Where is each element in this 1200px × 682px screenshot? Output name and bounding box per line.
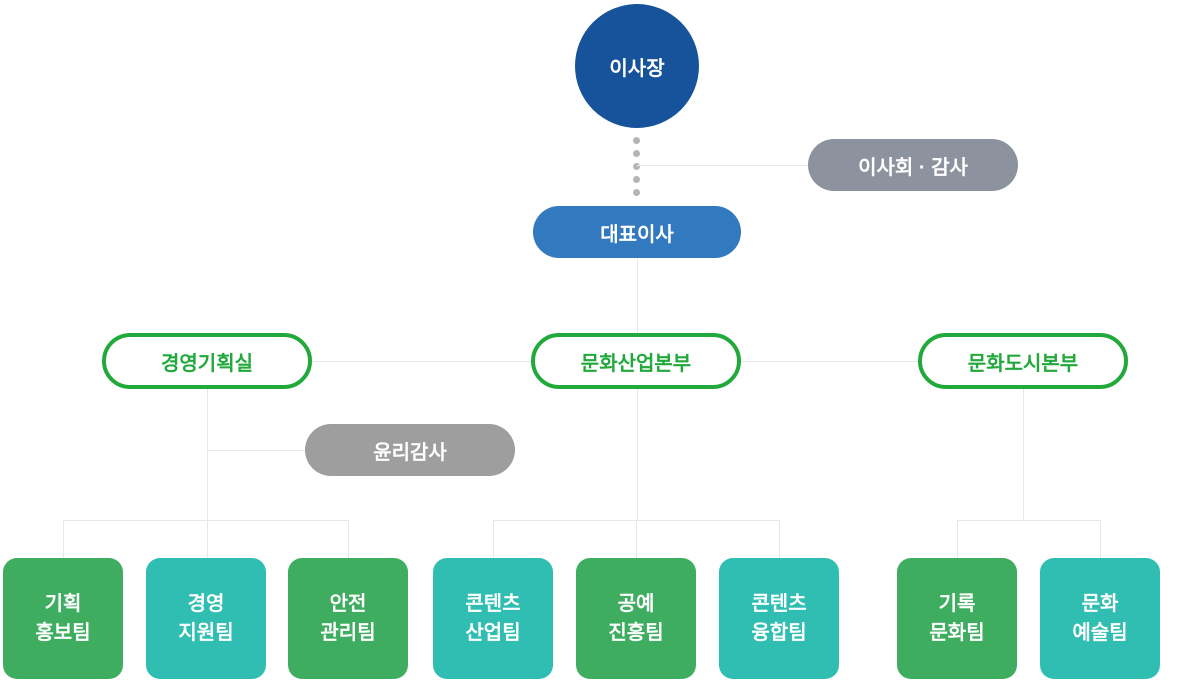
- ceo-connector-line: [637, 258, 638, 361]
- left-branch-line: [207, 389, 208, 558]
- dotted-connector-dot: [633, 176, 640, 183]
- team-node-records-culture: 기록 문화팀: [897, 558, 1017, 679]
- team-label-line: 지원팀: [178, 621, 234, 644]
- team-label-line: 기록: [938, 592, 976, 615]
- ceo-label: 대표이사: [600, 223, 674, 246]
- team-node-planning-pr: 기획 홍보팀: [3, 558, 123, 679]
- team-node-content-industry: 콘텐츠 산업팀: [433, 558, 553, 679]
- ethics-audit-label: 윤리감사: [373, 441, 447, 464]
- team-node-safety-management: 안전 관리팀: [288, 558, 408, 679]
- board-connector-line: [637, 165, 808, 166]
- team-drop-line: [957, 520, 958, 558]
- team-drop-line: [348, 520, 349, 558]
- team-label-line: 안전: [329, 592, 367, 615]
- chairman-node: 이사장: [575, 4, 699, 128]
- division-node-cultural-city: 문화도시본부: [918, 333, 1128, 389]
- ethics-audit-node: 윤리감사: [305, 424, 515, 476]
- board-audit-node: 이사회 · 감사: [808, 139, 1018, 191]
- team-label-line: 문화팀: [929, 621, 985, 644]
- team-label-line: 홍보팀: [35, 621, 91, 644]
- division-node-management-planning: 경영기획실: [102, 333, 312, 389]
- team-label-line: 경영: [187, 592, 225, 615]
- ethics-connector-line: [207, 450, 305, 451]
- right-team-bus-line: [957, 520, 1100, 521]
- right-branch-line: [1023, 389, 1024, 520]
- dotted-connector-dot: [633, 189, 640, 196]
- team-node-content-convergence: 콘텐츠 융합팀: [719, 558, 839, 679]
- team-label-line: 공예: [617, 592, 655, 615]
- mid-branch-line: [637, 389, 638, 520]
- team-node-culture-arts: 문화 예술팀: [1040, 558, 1160, 679]
- team-label-line: 콘텐츠: [751, 592, 807, 615]
- team-label-line: 융합팀: [751, 621, 807, 644]
- team-drop-line: [1100, 520, 1101, 558]
- team-label-line: 산업팀: [465, 621, 521, 644]
- team-drop-line: [63, 520, 64, 558]
- team-label-line: 관리팀: [320, 621, 376, 644]
- left-team-bus-line: [63, 520, 348, 521]
- division-label: 경영기획실: [161, 352, 253, 375]
- team-drop-line: [779, 520, 780, 558]
- division-label: 문화도시본부: [967, 352, 1079, 375]
- team-node-craft-promotion: 공예 진흥팀: [576, 558, 696, 679]
- team-label-line: 기획: [44, 592, 82, 615]
- team-label-line: 진흥팀: [608, 621, 664, 644]
- team-label-line: 예술팀: [1072, 621, 1128, 644]
- dotted-connector-dot: [633, 150, 640, 157]
- division-label: 문화산업본부: [580, 352, 692, 375]
- team-label-line: 문화: [1081, 592, 1119, 615]
- team-drop-line: [636, 520, 637, 558]
- dotted-connector-dot: [633, 137, 640, 144]
- team-label-line: 콘텐츠: [465, 592, 521, 615]
- board-audit-label: 이사회 · 감사: [858, 156, 968, 179]
- chairman-label: 이사장: [609, 57, 665, 80]
- dotted-connector-dot: [633, 163, 640, 170]
- ceo-node: 대표이사: [533, 206, 741, 258]
- division-node-cultural-industry: 문화산업본부: [531, 333, 741, 389]
- team-node-management-support: 경영 지원팀: [146, 558, 266, 679]
- team-drop-line: [493, 520, 494, 558]
